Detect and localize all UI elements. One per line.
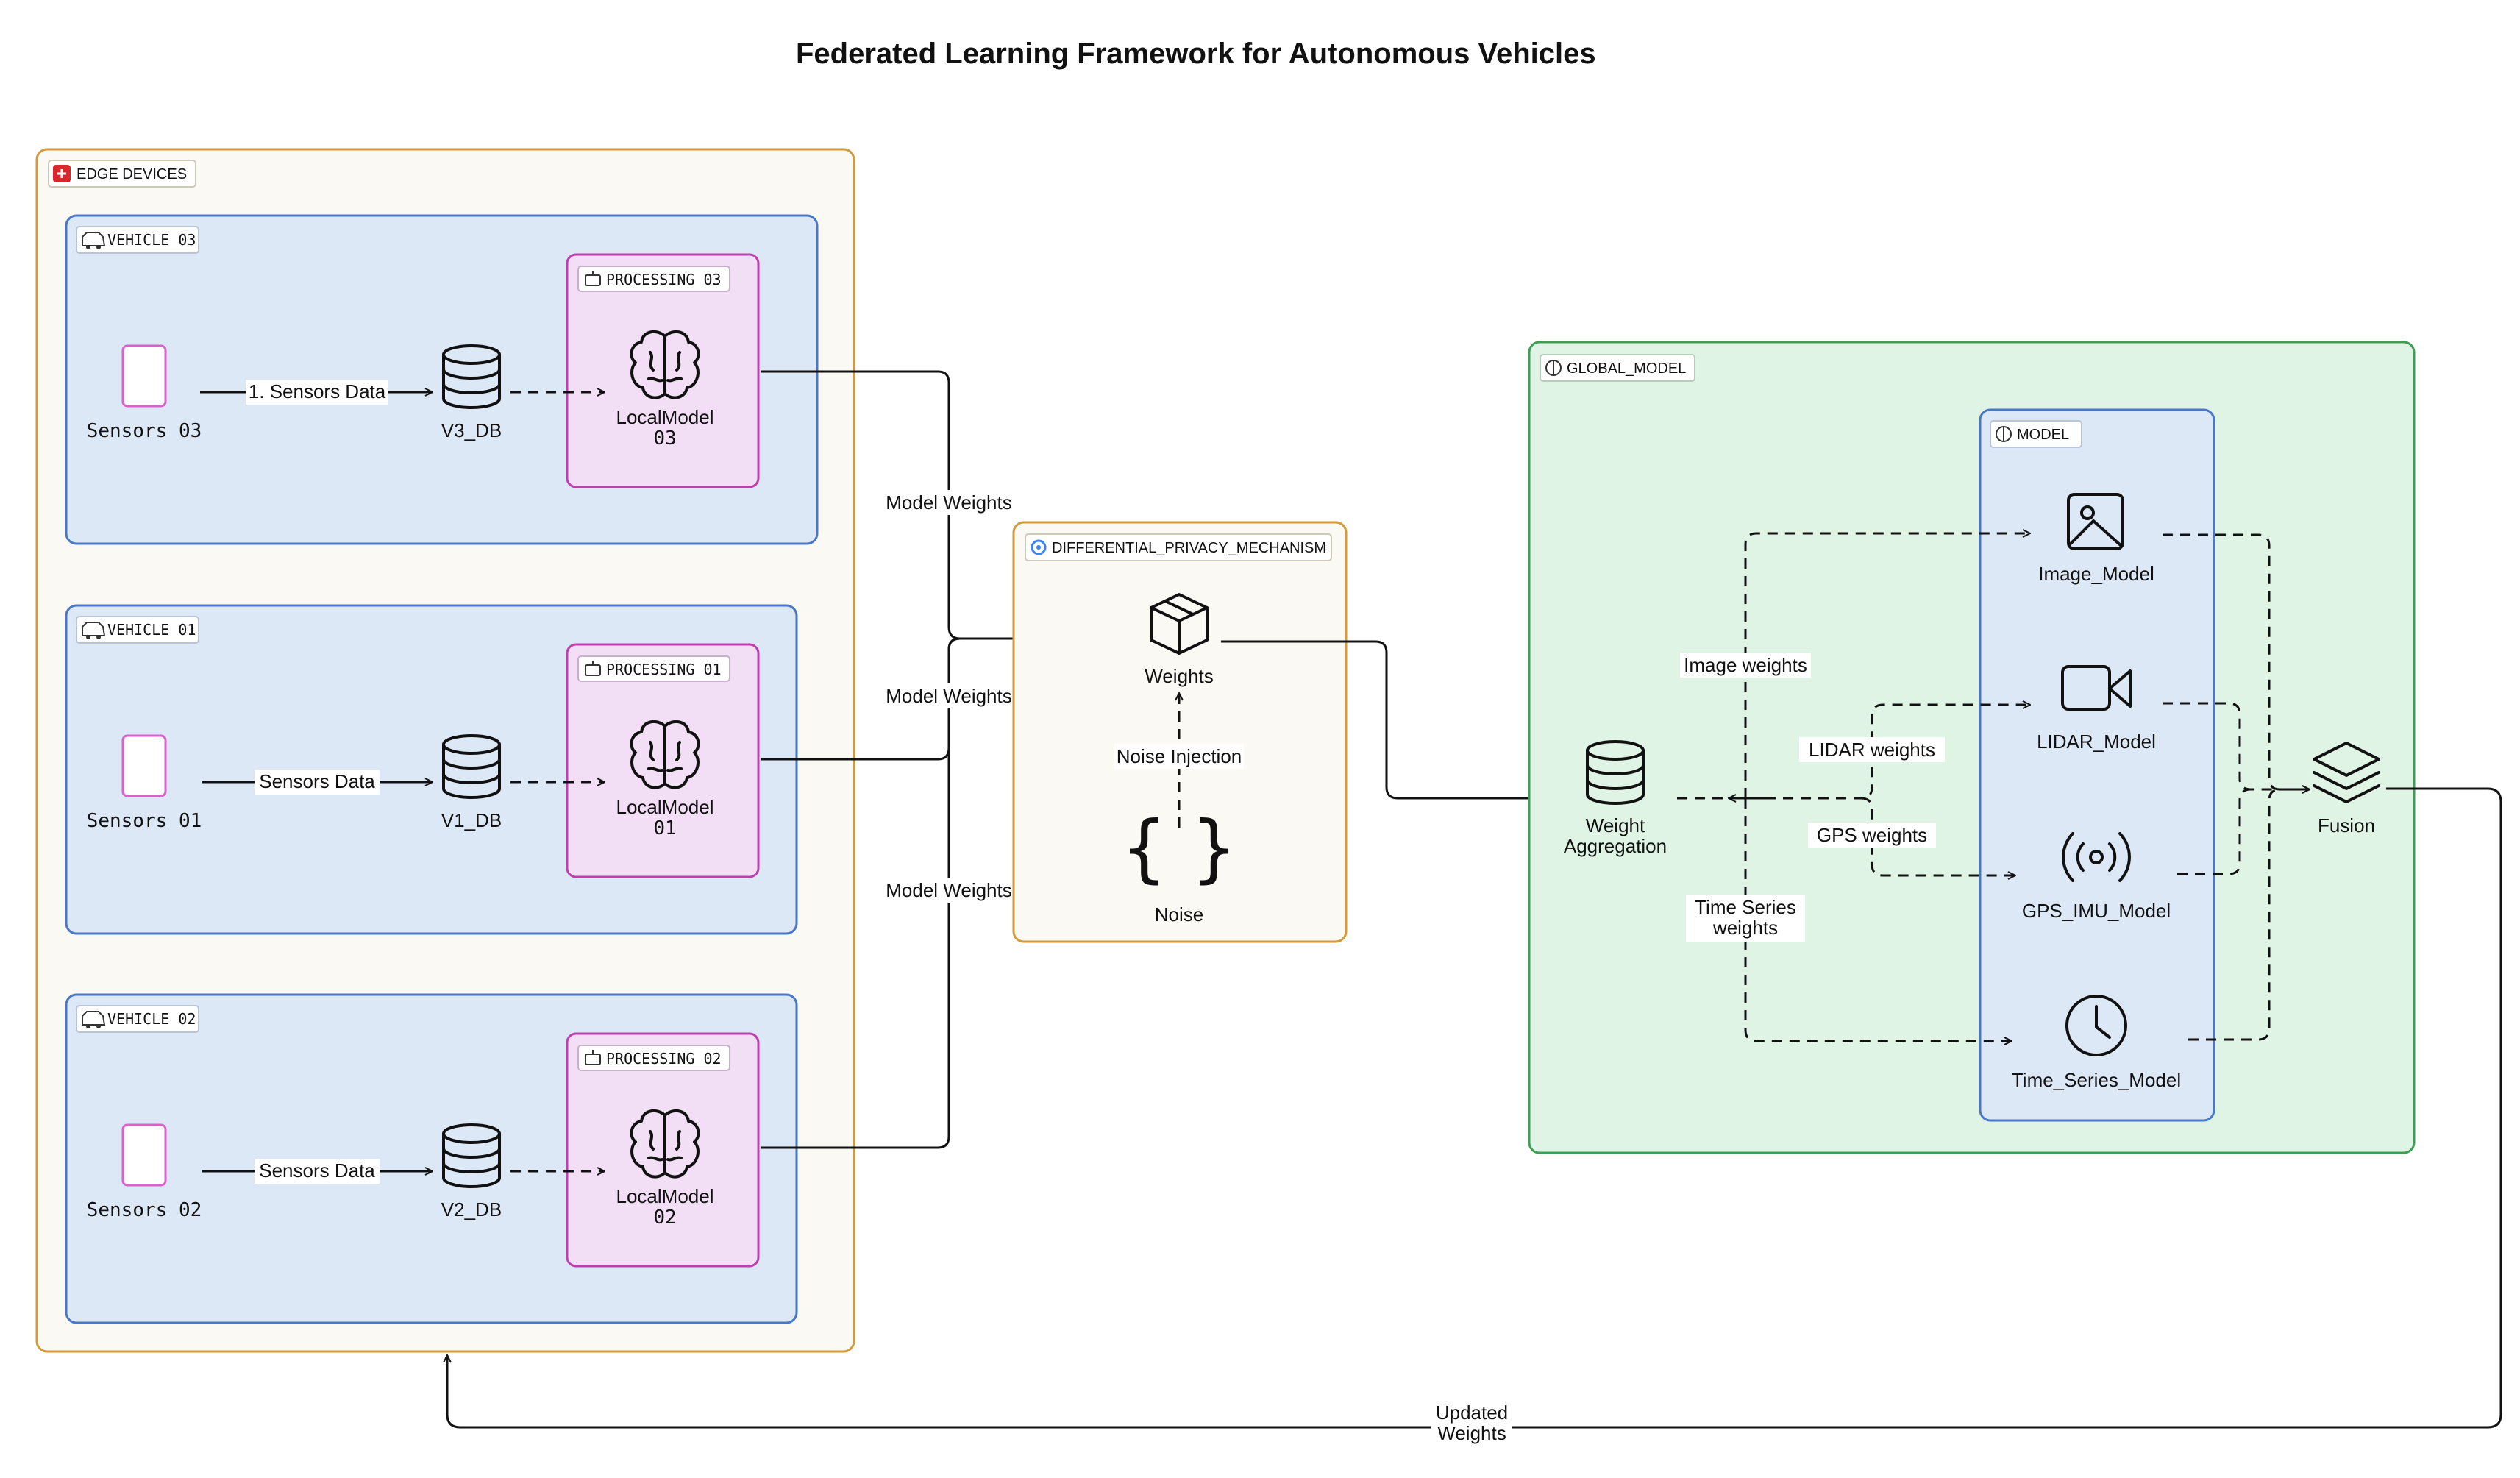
sensor-01-icon [121, 734, 167, 797]
localmodel-03-label: LocalModel [616, 406, 714, 428]
lidar-weights-label: LIDAR weights [1809, 739, 1935, 761]
model-weights-label-3: Model Weights [886, 879, 1012, 901]
noise-injection-label: Noise Injection [1117, 745, 1242, 767]
model-group: MODEL [1979, 408, 2215, 1122]
weights-to-aggregation-edge [1221, 640, 1552, 798]
model-group-icon [1996, 426, 2012, 442]
privacy-label: DIFFERENTIAL_PRIVACY_MECHANISM [1052, 540, 1326, 556]
vehicle-03-group: VEHICLE 03 PROCESSING 03 Sensors 03 V3_D… [65, 214, 819, 545]
car-icon [82, 232, 106, 249]
image-model-label: Image_Model [2038, 563, 2154, 585]
processing-01-label: PROCESSING 01 [606, 661, 722, 678]
localmodel-01-label: LocalModel [616, 796, 714, 818]
db-v3-label: V3_DB [441, 419, 502, 441]
db-v1-label: V1_DB [441, 809, 502, 831]
lidar-model-label: LIDAR_Model [2037, 731, 2156, 753]
processor-icon [585, 1050, 601, 1065]
updated-weights-edge [447, 787, 2502, 1429]
globe-icon [1545, 360, 1562, 376]
aggregation-label-line1: Weight [1586, 814, 1645, 836]
updated-weights-label-line2: Weights [1437, 1422, 1506, 1444]
sensors-data-01-label: Sensors Data [259, 770, 375, 792]
video-camera-icon [2061, 665, 2132, 711]
gps-weights-label: GPS weights [1817, 824, 1927, 846]
time-series-model-label: Time_Series_Model [2012, 1069, 2181, 1091]
updated-weights-label-line1: Updated [1436, 1401, 1508, 1424]
sensor-01-label: Sensors 01 [87, 810, 202, 832]
aggregation-label-line2: Aggregation [1564, 835, 1667, 857]
processing-03-label: PROCESSING 03 [606, 271, 722, 288]
model-weights-label-2: Model Weights [886, 685, 1012, 707]
vehicle-03-label: VEHICLE 03 [107, 231, 196, 249]
sensor-03-icon [121, 344, 167, 408]
model-weights-label-1: Model Weights [886, 491, 1012, 514]
broadcast-icon [2062, 832, 2131, 882]
sensor-02-icon [121, 1123, 167, 1187]
localmodel-01-number: 01 [653, 817, 676, 839]
global-model-group: GLOBAL_MODEL [1528, 341, 2416, 1154]
vehicle-01-group: VEHICLE 01 PROCESSING 01 Sensors 01 V1_D… [65, 604, 798, 935]
localmodel-03-number: 03 [653, 427, 676, 450]
processing-02-label: PROCESSING 02 [606, 1050, 722, 1067]
car-icon [82, 1011, 106, 1028]
image-weights-label: Image weights [1684, 654, 1807, 676]
processor-icon [585, 661, 601, 676]
fusion-label: Fusion [2318, 814, 2375, 836]
sensor-02-label: Sensors 02 [87, 1199, 202, 1221]
time-series-weights-label-line1: Time Series [1695, 896, 1796, 918]
layers-icon [2313, 742, 2380, 803]
gps-imu-model-label: GPS_IMU_Model [2022, 900, 2171, 922]
car-icon [82, 622, 106, 639]
diagram-title: Federated Learning Framework for Autonom… [796, 38, 1596, 70]
time-series-weights-label-line2: weights [1712, 917, 1778, 939]
processor-icon [585, 271, 601, 286]
edge-devices-icon [53, 165, 71, 182]
image-icon [2067, 493, 2124, 550]
sensors-data-03-label: 1. Sensors Data [249, 380, 386, 402]
edge-devices-label: EDGE DEVICES [76, 166, 187, 182]
box-icon [1150, 593, 1209, 655]
sensor-03-label: Sensors 03 [87, 420, 202, 442]
vehicle-02-group: VEHICLE 02 PROCESSING 02 Sensors 02 V2_D… [65, 993, 798, 1324]
global-model-label: GLOBAL_MODEL [1567, 360, 1686, 377]
sensors-data-02-label: Sensors Data [259, 1159, 375, 1182]
noise-label: Noise [1155, 903, 1203, 925]
vehicle-02-label: VEHICLE 02 [107, 1010, 196, 1028]
privacy-icon [1031, 539, 1047, 555]
model-weights-edges [761, 370, 1136, 1149]
model-group-label: MODEL [2017, 427, 2069, 443]
models-to-fusion-edges [2163, 533, 2310, 1041]
localmodel-02-label: LocalModel [616, 1185, 714, 1207]
vehicle-01-label: VEHICLE 01 [107, 621, 196, 639]
localmodel-02-number: 02 [653, 1207, 676, 1229]
clock-icon [2065, 995, 2127, 1056]
weights-label: Weights [1145, 665, 1213, 687]
db-v2-label: V2_DB [441, 1198, 502, 1221]
